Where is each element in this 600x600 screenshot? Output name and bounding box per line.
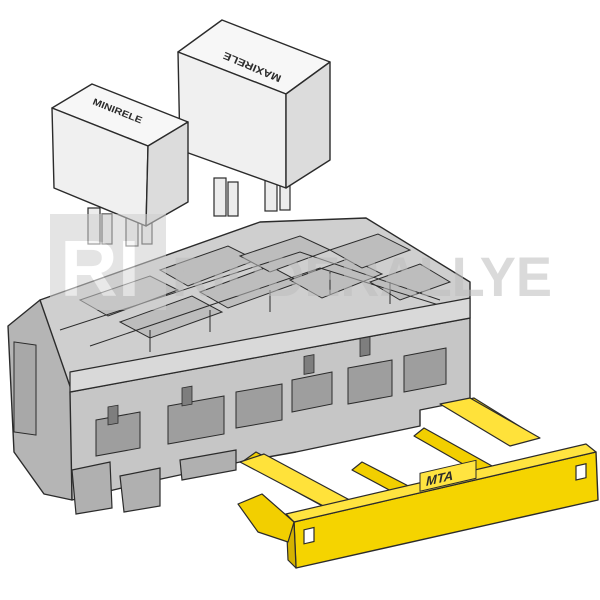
clip-logo: MTA [419,459,477,492]
watermark-text: RIDDERALLYE [172,245,552,308]
watermark-logo-box [50,214,166,310]
fuse-box-front-slots [107,336,371,426]
fuse-box-feet [71,449,237,515]
fuse-box [7,217,471,515]
clip-left-tip [237,493,295,543]
maxi-relay: MAXIRELE [177,19,331,217]
fuse-box-front-lip [69,297,471,393]
watermark-logo-mark: RI [60,224,140,313]
mini-relay-right [145,121,189,227]
maxi-relay-right [285,61,331,189]
yellow-locking-clip: MTA [237,397,599,569]
watermark: RI RIDDERALLYE [50,214,552,313]
clip-logo-text: MTA [426,468,453,489]
fuse-box-front-cavities [95,347,447,457]
clip-slots [303,462,587,545]
